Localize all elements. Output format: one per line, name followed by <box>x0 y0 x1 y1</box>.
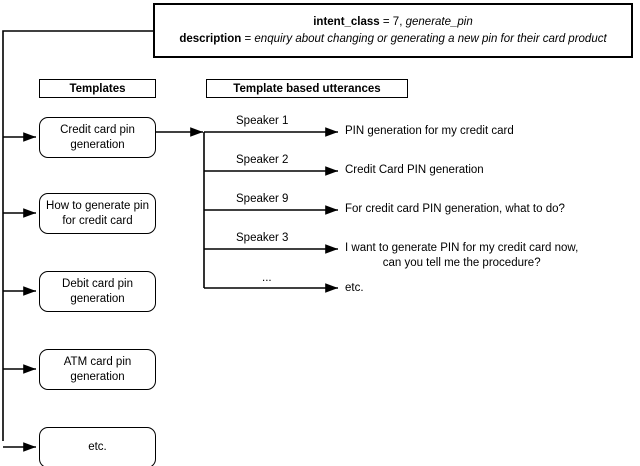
description-equals: = <box>241 32 255 45</box>
intent-class-label: intent_class <box>313 15 380 28</box>
speaker-label-2: Speaker 2 <box>236 154 289 166</box>
speaker-label-3: Speaker 3 <box>236 232 289 244</box>
intent-header-box: intent_class = 7, generate_pin descripti… <box>153 3 633 58</box>
utterance-text-2: Credit Card PIN generation <box>345 164 484 176</box>
templates-column-header: Templates <box>39 79 156 98</box>
intent-class-line: intent_class = 7, generate_pin <box>313 14 473 31</box>
intent-class-equals: = 7, <box>379 15 406 28</box>
description-value: enquiry about changing or generating a n… <box>254 32 607 45</box>
template-box-debit-card-pin-generation[interactable]: Debit card pin generation <box>39 271 156 312</box>
template-box-etc[interactable]: etc. <box>39 427 156 466</box>
template-box-how-to-generate-pin-for-credit-card[interactable]: How to generate pin for credit card <box>39 193 156 234</box>
speaker-label-9: Speaker 9 <box>236 193 289 205</box>
utterance-text-4: I want to generate PIN for my credit car… <box>345 242 579 269</box>
speaker-label-ellipsis: ... <box>262 272 272 284</box>
utterance-text-3: For credit card PIN generation, what to … <box>345 203 565 215</box>
intent-class-value: generate_pin <box>405 15 473 28</box>
description-line: description = enquiry about changing or … <box>179 31 606 48</box>
description-label: description <box>179 32 242 45</box>
template-box-credit-card-pin-generation[interactable]: Credit card pin generation <box>39 117 156 158</box>
utterance-text-1: PIN generation for my credit card <box>345 125 514 137</box>
speaker-label-1: Speaker 1 <box>236 115 289 127</box>
utterances-column-header: Template based utterances <box>206 79 408 98</box>
template-box-atm-card-pin-generation[interactable]: ATM card pin generation <box>39 349 156 390</box>
utterance-text-5: etc. <box>345 282 364 294</box>
